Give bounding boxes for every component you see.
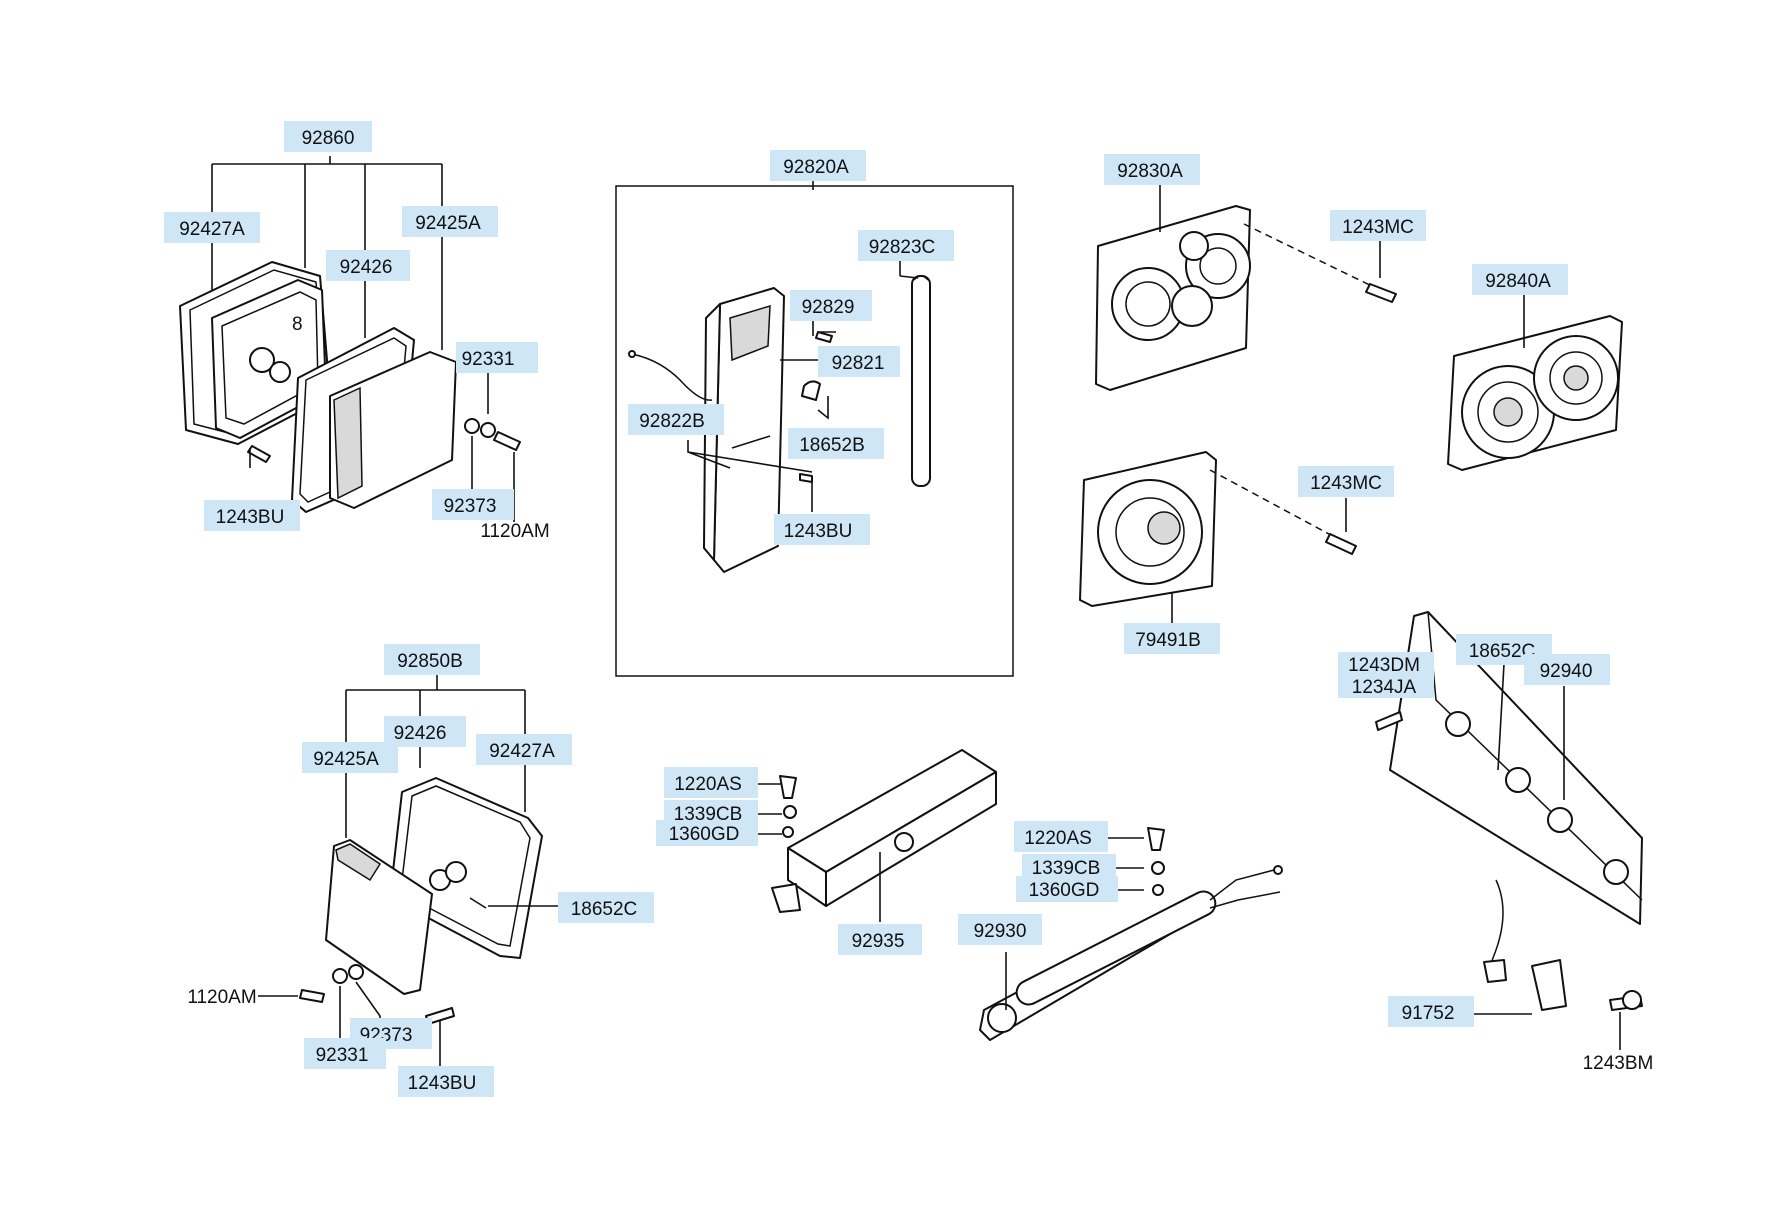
label-1243BU-lower[interactable]: 1243BU <box>398 1066 494 1097</box>
svg-text:92860: 92860 <box>302 128 355 149</box>
label-1243DM[interactable]: 1243DM <box>1338 652 1434 676</box>
label-1220AS-ballast[interactable]: 1220AS <box>664 767 758 798</box>
svg-text:1243DM: 1243DM <box>1348 655 1420 676</box>
svg-text:92425A: 92425A <box>415 213 481 234</box>
svg-text:1243MC: 1243MC <box>1342 217 1414 238</box>
label-1243MC-b[interactable]: 1243MC <box>1298 466 1394 497</box>
label-92850B[interactable]: 92850B <box>384 644 480 675</box>
svg-text:79491B: 79491B <box>1135 630 1201 651</box>
label-92426-lower[interactable]: 92426 <box>384 716 466 747</box>
label-1243BU-upper[interactable]: 1243BU <box>204 500 300 531</box>
spot-lamp-group <box>1079 176 1623 626</box>
svg-text:92820A: 92820A <box>783 157 849 178</box>
rear-lamp-lower-group <box>258 672 562 1072</box>
label-92823C[interactable]: 92823C <box>858 230 954 261</box>
svg-text:92822B: 92822B <box>639 411 705 432</box>
label-1360GD-fluorescent[interactable]: 1360GD <box>1016 876 1118 902</box>
label-79491B[interactable]: 79491B <box>1124 623 1220 654</box>
label-92829[interactable]: 92829 <box>790 290 872 321</box>
svg-text:1243MC: 1243MC <box>1310 473 1382 494</box>
svg-text:92829: 92829 <box>802 297 855 318</box>
fluorescent-group <box>979 827 1283 1041</box>
label-1220AS-fluorescent[interactable]: 1220AS <box>1014 821 1108 852</box>
label-1243BM[interactable]: 1243BM <box>1583 1053 1654 1074</box>
svg-text:92940: 92940 <box>1540 661 1593 682</box>
label-92820A[interactable]: 92820A <box>770 150 866 181</box>
svg-text:1220AS: 1220AS <box>674 774 742 795</box>
tube-part <box>911 275 931 487</box>
label-1243MC-a[interactable]: 1243MC <box>1330 210 1426 241</box>
label-92940[interactable]: 92940 <box>1524 654 1610 685</box>
label-92935[interactable]: 92935 <box>838 924 922 955</box>
label-1360GD-ballast[interactable]: 1360GD <box>656 820 758 846</box>
svg-text:92821: 92821 <box>832 353 885 374</box>
label-92830A[interactable]: 92830A <box>1104 154 1200 185</box>
label-92930[interactable]: 92930 <box>958 914 1042 945</box>
svg-text:92830A: 92830A <box>1117 161 1183 182</box>
label-92840A[interactable]: 92840A <box>1472 264 1568 295</box>
label-91752[interactable]: 91752 <box>1388 996 1474 1027</box>
screw-1243mc-a <box>1365 283 1397 303</box>
svg-text:92930: 92930 <box>974 921 1027 942</box>
label-92373-upper[interactable]: 92373 <box>432 489 514 520</box>
label-1339CB-fluorescent[interactable]: 1339CB <box>1022 854 1116 880</box>
svg-text:1243BU: 1243BU <box>784 521 853 542</box>
label-92425A-upper[interactable]: 92425A <box>402 206 498 237</box>
svg-text:18652B: 18652B <box>799 435 865 456</box>
label-92821[interactable]: 92821 <box>818 346 900 377</box>
rear-lamp-upper-group: 8 <box>179 156 521 522</box>
label-1120AM-upper[interactable]: 1120AM <box>480 521 549 542</box>
svg-text:92427A: 92427A <box>179 219 245 240</box>
clip-part <box>1531 959 1567 1011</box>
label-92427A-lower[interactable]: 92427A <box>476 734 572 765</box>
svg-text:1243BU: 1243BU <box>408 1073 477 1094</box>
svg-text:92840A: 92840A <box>1485 271 1551 292</box>
svg-text:1234JA: 1234JA <box>1352 677 1417 698</box>
svg-text:18652C: 18652C <box>571 899 638 920</box>
svg-text:1339CB: 1339CB <box>674 804 743 825</box>
label-92425A-lower[interactable]: 92425A <box>302 742 398 773</box>
label-18652B[interactable]: 18652B <box>788 428 884 459</box>
label-1234JA[interactable]: 1234JA <box>1338 674 1434 698</box>
screw-1243mc-b <box>1325 533 1357 555</box>
svg-text:92850B: 92850B <box>397 651 463 672</box>
part-labels: 92860 92427A 92426 92425A 92331 92373 11… <box>164 121 1653 1097</box>
label-92331-upper[interactable]: 92331 <box>456 342 538 373</box>
label-92860[interactable]: 92860 <box>284 121 372 152</box>
license-lamp-group <box>1375 611 1643 1050</box>
ballast-group <box>746 749 997 922</box>
svg-text:1220AS: 1220AS <box>1024 828 1092 849</box>
svg-text:92427A: 92427A <box>489 741 555 762</box>
svg-text:92426: 92426 <box>340 257 393 278</box>
svg-text:92425A: 92425A <box>313 749 379 770</box>
svg-text:1243BU: 1243BU <box>216 507 285 528</box>
svg-text:92935: 92935 <box>852 931 905 952</box>
label-1243BU-roomlamp[interactable]: 1243BU <box>774 514 870 545</box>
bulb-part <box>249 347 275 373</box>
label-18652C-license[interactable]: 18652C <box>1456 634 1552 665</box>
label-92331-lower[interactable]: 92331 <box>304 1038 386 1069</box>
label-92426-upper[interactable]: 92426 <box>326 250 410 281</box>
screw-part <box>247 445 271 463</box>
label-18652C-lower[interactable]: 18652C <box>558 892 654 923</box>
lower-lamp-lens <box>325 839 433 995</box>
svg-text:18652C: 18652C <box>1469 641 1536 662</box>
svg-text:92331: 92331 <box>316 1045 369 1066</box>
svg-text:1339CB: 1339CB <box>1032 858 1101 879</box>
svg-text:92823C: 92823C <box>869 237 936 258</box>
svg-text:8: 8 <box>292 314 303 335</box>
label-1120AM-lower[interactable]: 1120AM <box>187 987 256 1008</box>
label-92427A-upper[interactable]: 92427A <box>164 212 260 243</box>
room-lamp-frame <box>615 185 1014 677</box>
label-92822B[interactable]: 92822B <box>628 404 724 435</box>
svg-text:91752: 91752 <box>1402 1003 1455 1024</box>
svg-text:92373: 92373 <box>444 496 497 517</box>
svg-text:92331: 92331 <box>462 349 515 370</box>
svg-text:92426: 92426 <box>394 723 447 744</box>
svg-text:1360GD: 1360GD <box>669 824 740 845</box>
svg-text:1360GD: 1360GD <box>1029 880 1100 901</box>
